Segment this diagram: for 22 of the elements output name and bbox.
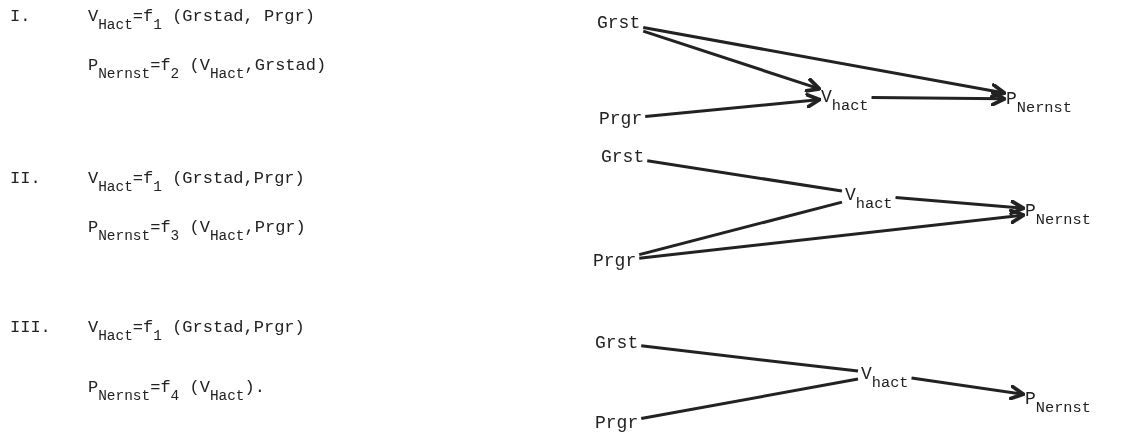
arrow	[871, 90, 1007, 107]
variable-label: Prgr	[596, 108, 646, 130]
arrow	[645, 93, 822, 119]
formula-text: III.	[10, 319, 51, 336]
variable-label: Prgr	[592, 412, 642, 434]
variable-label: Prgr	[590, 250, 640, 272]
variable-label: P$_{Nernst}$	[1022, 200, 1094, 223]
variable-label: V$_{hact}$	[842, 184, 896, 207]
arrow	[642, 26, 1007, 99]
variable-label: P$_{Nernst}$	[1022, 388, 1094, 411]
formula-text: II.	[10, 170, 41, 187]
variable-label: Grst	[594, 12, 644, 34]
variable-label: Grst	[592, 332, 642, 354]
variable-label: V$_{hact}$	[858, 363, 912, 386]
arrow	[911, 376, 1026, 401]
variable-label: V$_{hact}$	[818, 86, 872, 109]
variable-label: P$_{Nernst}$	[1003, 88, 1075, 111]
arrow	[895, 195, 1026, 216]
formula-text: I.	[10, 8, 31, 25]
arrow	[639, 208, 1026, 260]
variable-label: Grst	[598, 146, 648, 168]
arrow	[642, 29, 822, 93]
